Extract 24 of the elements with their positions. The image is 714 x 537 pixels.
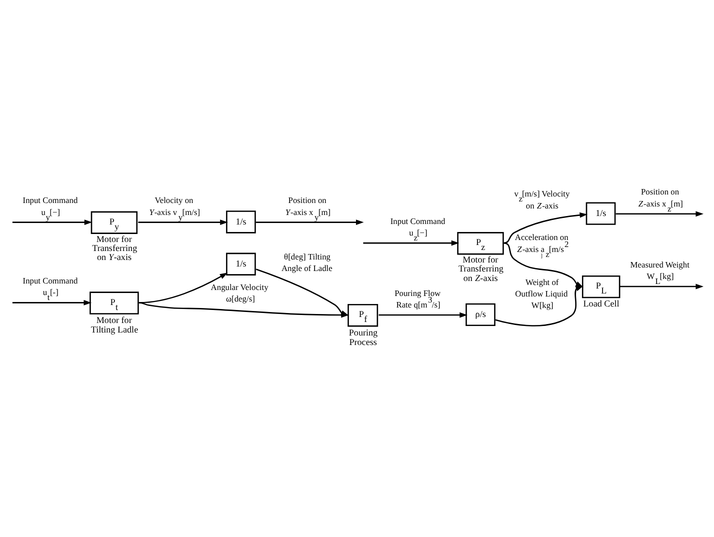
node-label: Motor for Tilting Ladle <box>90 314 138 335</box>
edge-label: θ[deg] Tilting Angle of Ladle <box>281 252 332 274</box>
node-box: 1/s <box>586 202 616 225</box>
arrow <box>504 212 588 244</box>
arrow <box>378 312 468 318</box>
node-label: Motor for Transferring on Z-axis <box>458 254 504 283</box>
arrow <box>504 242 584 288</box>
arrow <box>12 300 92 306</box>
arrow <box>138 272 228 304</box>
arrow <box>12 220 92 226</box>
arrow <box>616 211 704 217</box>
arrow <box>138 220 228 226</box>
node-box: ρ/s <box>466 303 496 326</box>
edge-label: Angular Velocity ω[deg/s] <box>210 282 268 304</box>
node-label: Load Cell <box>583 298 620 309</box>
node-box: 1/s <box>226 210 256 234</box>
arrow <box>256 268 349 316</box>
arrow <box>620 284 704 290</box>
node-label: Pouring Process <box>348 327 378 347</box>
arrow <box>256 220 364 226</box>
node-label: Motor for Transferring on Y-axis <box>92 234 138 262</box>
node-box: 1/s <box>226 252 256 276</box>
edge-label: Weight of Outflow Liquid W[kg] <box>515 276 568 310</box>
arrow <box>363 240 460 246</box>
